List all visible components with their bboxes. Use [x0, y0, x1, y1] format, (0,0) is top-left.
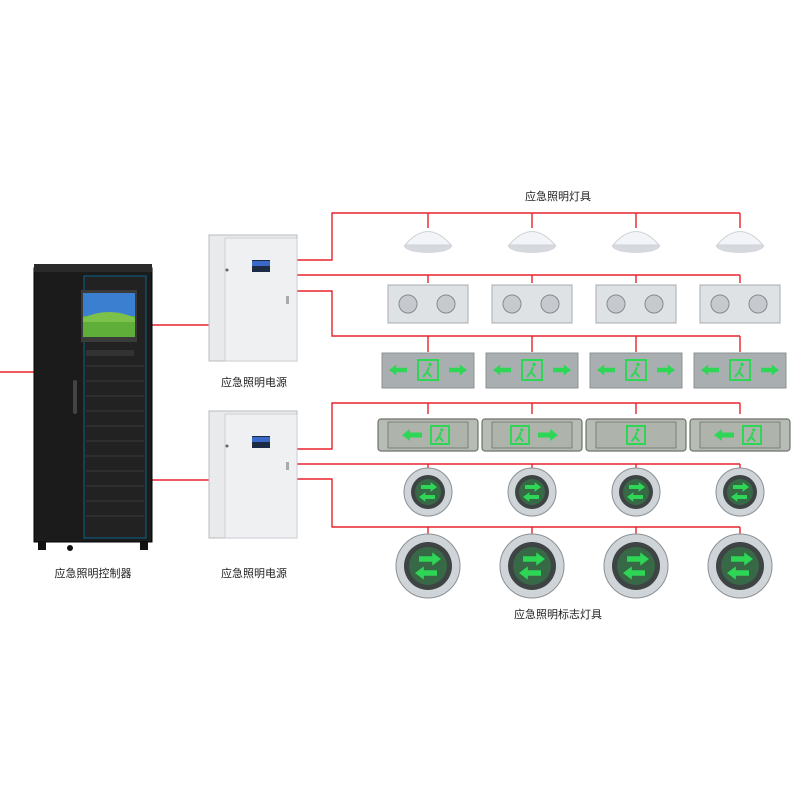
floor-sign-small — [507, 467, 557, 517]
arrow-right-icon — [449, 364, 467, 376]
running-man-icon — [510, 425, 530, 445]
arrow-right-icon — [733, 482, 749, 492]
ceiling-dome-light-icon — [507, 231, 557, 246]
explosion-proof-sign — [377, 418, 479, 452]
floor-sign-large — [603, 533, 669, 599]
running-man-icon — [417, 359, 439, 381]
ceiling-lamp — [403, 231, 453, 253]
arrow-right-icon — [731, 552, 753, 566]
arrow-left-icon — [402, 429, 422, 441]
bus-ceiling-lamps — [297, 212, 740, 261]
floor-sign-large — [707, 533, 773, 599]
arrow-right-icon — [419, 552, 441, 566]
floor-sign-large — [499, 533, 565, 599]
twin-spot — [595, 284, 677, 324]
arrow-right-icon — [421, 482, 437, 492]
floor-sign-small — [611, 467, 661, 517]
explosion-proof-sign — [585, 418, 687, 452]
bus-explosion-proof-signs — [297, 402, 740, 450]
arrow-right-icon — [761, 364, 779, 376]
arrow-left-icon — [731, 492, 747, 502]
ceiling-dome-light-icon — [403, 231, 453, 246]
arrow-right-icon — [538, 429, 558, 441]
arrow-right-icon — [629, 482, 645, 492]
arrow-right-icon — [523, 552, 545, 566]
sign-lamps-title: 应急照明标志灯具 — [514, 608, 602, 621]
running-man-icon — [625, 359, 647, 381]
arrow-right-icon — [657, 364, 675, 376]
exit-sign — [485, 352, 579, 389]
twin-spot — [699, 284, 781, 324]
arrow-right-icon — [553, 364, 571, 376]
power-supply-top-caption: 应急照明电源 — [221, 376, 287, 389]
arrow-left-icon — [519, 566, 541, 580]
floor-sign-small — [403, 467, 453, 517]
cabinet-handle — [73, 380, 77, 414]
arrow-left-icon — [597, 364, 615, 376]
arrow-left-icon — [493, 364, 511, 376]
arrow-left-icon — [623, 566, 645, 580]
power-supply-bottom-caption: 应急照明电源 — [221, 567, 287, 580]
twin-spot — [491, 284, 573, 324]
running-man-icon — [729, 359, 751, 381]
wiring — [0, 212, 741, 537]
arrow-right-icon — [627, 552, 649, 566]
arrow-left-icon — [701, 364, 719, 376]
running-man-icon — [521, 359, 543, 381]
exit-sign — [381, 352, 475, 389]
arrow-left-icon — [415, 566, 437, 580]
controller-cabinet — [33, 264, 153, 551]
running-man-icon — [430, 425, 450, 445]
exit-sign — [589, 352, 683, 389]
running-man-icon — [626, 425, 646, 445]
ceiling-lamp — [715, 231, 765, 253]
controller-caption: 应急照明控制器 — [54, 567, 132, 580]
running-man-icon — [742, 425, 762, 445]
floor-sign-large — [395, 533, 461, 599]
ceiling-lamp — [507, 231, 557, 253]
arrow-left-icon — [523, 492, 539, 502]
power-supply-top — [208, 234, 298, 362]
device-grid — [377, 231, 791, 599]
ceiling-dome-light-icon — [715, 231, 765, 246]
bus-exit-signs — [297, 290, 740, 337]
twin-spot — [387, 284, 469, 324]
ceiling-lamp — [611, 231, 661, 253]
explosion-proof-sign — [481, 418, 583, 452]
arrow-left-icon — [727, 566, 749, 580]
arrow-right-icon — [525, 482, 541, 492]
bus-floor-signs-large — [297, 478, 740, 528]
arrow-left-icon — [419, 492, 435, 502]
lamps-title: 应急照明灯具 — [525, 190, 591, 203]
arrow-left-icon — [714, 429, 734, 441]
explosion-proof-sign — [689, 418, 791, 452]
arrow-left-icon — [627, 492, 643, 502]
ceiling-dome-light-icon — [611, 231, 661, 246]
power-supply-bottom — [208, 410, 298, 539]
arrow-left-icon — [389, 364, 407, 376]
exit-sign — [693, 352, 787, 389]
floor-sign-small — [715, 467, 765, 517]
